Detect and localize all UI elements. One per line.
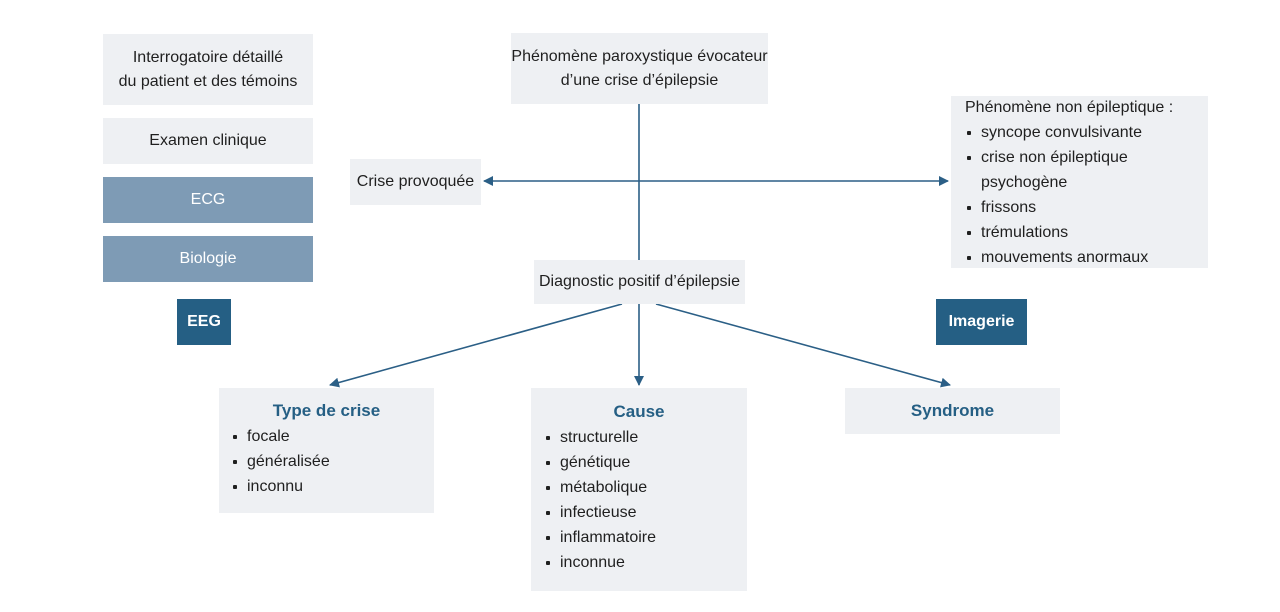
paroxysmal-phenomenon-box: Phénomène paroxystique évocateur d’une c… — [511, 33, 768, 104]
clinical-exam-box: Examen clinique — [103, 118, 313, 164]
seizure-type-title: Type de crise — [272, 401, 381, 420]
list-item: trémulations — [965, 220, 1194, 245]
paroxysmal-line-1: Phénomène paroxystique évocateur — [511, 47, 768, 65]
non-epileptic-list: syncope convulsivante crise non épilepti… — [965, 120, 1194, 270]
list-item: inconnue — [544, 550, 734, 575]
list-item: syncope convulsivante — [965, 120, 1194, 145]
arrow-to-seizure-type — [329, 303, 623, 388]
list-item: structurelle — [544, 425, 734, 450]
syndrome-box: Syndrome — [845, 388, 1060, 434]
imaging-box: Imagerie — [936, 299, 1027, 345]
arrow-to-syndrome — [655, 303, 951, 388]
clinical-exam-label: Examen clinique — [149, 132, 267, 149]
provoked-seizure-label: Crise provoquée — [356, 173, 475, 190]
cause-box: Cause structurelle génétique métabolique… — [531, 388, 747, 591]
list-item: inconnu — [231, 474, 422, 499]
ecg-label: ECG — [190, 191, 226, 208]
positive-diagnosis-label: Diagnostic positif d’épilepsie — [539, 273, 740, 290]
history-box: Interrogatoire détaillé du patient et de… — [103, 34, 313, 105]
syndrome-title: Syndrome — [910, 401, 995, 420]
eeg-label: EEG — [187, 313, 221, 330]
list-item: génétique — [544, 450, 734, 475]
list-item: inflammatoire — [544, 525, 734, 550]
list-item: mouvements anormaux — [965, 245, 1194, 270]
list-item: métabolique — [544, 475, 734, 500]
eeg-box: EEG — [177, 299, 231, 345]
list-item: frissons — [965, 195, 1194, 220]
list-item: focale — [231, 424, 422, 449]
list-item: crise non épileptique psychogène — [965, 145, 1194, 195]
list-item: généralisée — [231, 449, 422, 474]
positive-diagnosis-box: Diagnostic positif d’épilepsie — [534, 260, 745, 304]
seizure-type-list: focale généralisée inconnu — [231, 424, 422, 499]
cause-title: Cause — [613, 402, 665, 421]
history-line-1: Interrogatoire détaillé — [132, 48, 284, 66]
ecg-box: ECG — [103, 177, 313, 223]
cause-list: structurelle génétique métabolique infec… — [544, 425, 734, 575]
provoked-seizure-box: Crise provoquée — [350, 159, 481, 205]
seizure-type-box: Type de crise focale généralisée inconnu — [219, 388, 434, 513]
paroxysmal-line-2: d’une crise d’épilepsie — [560, 71, 719, 89]
biology-box: Biologie — [103, 236, 313, 282]
imaging-label: Imagerie — [948, 313, 1015, 330]
non-epileptic-box: Phénomène non épileptique : syncope conv… — [951, 96, 1208, 268]
biology-label: Biologie — [179, 250, 237, 267]
non-epileptic-title: Phénomène non épileptique : — [965, 98, 1174, 116]
history-line-2: du patient et des témoins — [118, 72, 298, 90]
list-item: infectieuse — [544, 500, 734, 525]
